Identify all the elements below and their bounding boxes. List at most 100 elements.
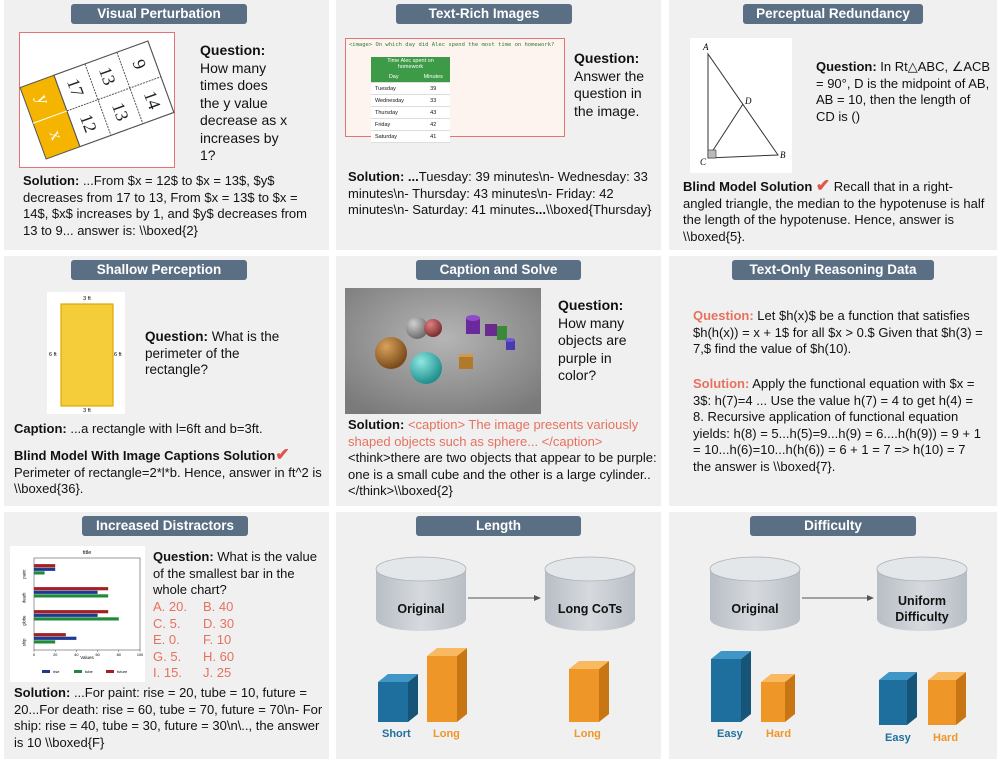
cube-long-right bbox=[569, 661, 609, 722]
panel-title: Increased Distractors bbox=[82, 516, 248, 536]
solution-ellipsis: ... bbox=[535, 202, 546, 218]
question: Question: What is the value of the small… bbox=[153, 549, 325, 599]
panel-title: Caption and Solve bbox=[416, 260, 581, 280]
label-b: B bbox=[780, 150, 786, 160]
difficulty-diagram: Original Uniform Difficulty bbox=[709, 556, 968, 725]
solution-text: ...For paint: rise = 20, tube = 10, futu… bbox=[14, 685, 323, 750]
choice-row: E. 0. F. 10 bbox=[153, 632, 283, 649]
cyl-label-original: Original bbox=[731, 602, 778, 616]
y-tick-label: globe bbox=[22, 615, 27, 626]
cell-13b: 13 bbox=[108, 100, 133, 124]
solution-label: Blind Model With Image Captions Solution bbox=[14, 448, 276, 463]
solution: Solution: ...Tuesday: 39 minutes\n- Wedn… bbox=[348, 169, 654, 219]
solution-label: Blind Model Solution bbox=[683, 179, 813, 194]
table-head-minutes: Minutes bbox=[416, 71, 450, 83]
question: Question: How many objects are purple in… bbox=[558, 297, 648, 385]
panel-title: Text-Only Reasoning Data bbox=[732, 260, 934, 280]
cell-14: 14 bbox=[140, 88, 165, 112]
legend-label-future: future bbox=[117, 669, 128, 674]
choice: J. 25 bbox=[203, 665, 232, 681]
panel-difficulty: Difficulty Original Uniform Difficulty bbox=[669, 512, 997, 759]
triangle-figure: A C B D bbox=[690, 38, 792, 173]
cube-short bbox=[378, 674, 418, 722]
choice: E. 0. bbox=[153, 632, 180, 648]
solution-end: \\boxed{Thursday} bbox=[546, 202, 652, 218]
question: Question: Let $h(x)$ be a function that … bbox=[693, 308, 983, 358]
solution-label: Solution: ... bbox=[348, 169, 419, 184]
panel-caption-and-solve: Caption and Solve Question: How many obj… bbox=[336, 256, 661, 506]
choice-row: A. 20. B. 40 bbox=[153, 599, 283, 616]
question-text: Let $h(x)$ be a function that satisfies … bbox=[693, 308, 983, 357]
x-tick-label: 60 bbox=[95, 653, 99, 657]
question-label: Question: bbox=[153, 549, 214, 564]
solution-caption: <caption> The image presents variously s… bbox=[348, 417, 639, 449]
solution: Solution: <caption> The image presents v… bbox=[348, 417, 658, 500]
check-icon: ✔ bbox=[275, 445, 290, 464]
rotated-table-image: y x 17 13 9 12 13 14 bbox=[19, 32, 175, 168]
panel-title: Perceptual Redundancy bbox=[743, 4, 923, 24]
question: Question: Answer the question in the ima… bbox=[574, 50, 654, 120]
panel-text-rich-images: Text-Rich Images <image> On which day di… bbox=[336, 0, 661, 250]
choice-row: C. 5.D. 30 bbox=[153, 616, 283, 633]
length-diagram: Original Long CoTs bbox=[375, 556, 636, 722]
panel-title: Difficulty bbox=[750, 516, 916, 536]
question-text: How many times does the y value decrease… bbox=[200, 59, 288, 164]
cyl-label-uniform: Uniform bbox=[898, 594, 946, 608]
choice: F. 10 bbox=[203, 632, 232, 648]
legend-swatch-tube bbox=[74, 670, 82, 673]
solution-text: Tuesday: 39 minutes\n- Wednesday: 33 min… bbox=[348, 169, 648, 218]
y-tick-label: death bbox=[22, 592, 27, 603]
cylinder-original: Original bbox=[375, 556, 467, 631]
label-a: A bbox=[702, 42, 709, 52]
bar-rise bbox=[34, 567, 56, 571]
solution-text: Perimeter of rectangle=2*l*b. Hence, ans… bbox=[14, 464, 322, 497]
label-long-right: Long bbox=[574, 728, 601, 740]
cylinder-long-cots: Long CoTs bbox=[544, 556, 636, 631]
solution-text: Recall that in a right-angled triangle, … bbox=[683, 179, 985, 244]
rectangle-figure: 3 ft 3 ft 6 ft 6 ft bbox=[47, 292, 125, 414]
solution-label: Solution: bbox=[693, 376, 750, 391]
question-text: What is the value of the smallest bar in… bbox=[153, 549, 317, 598]
rect-label-top: 3 ft bbox=[83, 296, 91, 302]
choice: B. 40 bbox=[203, 599, 234, 614]
question-label: Question: bbox=[816, 59, 877, 74]
label-easy: Easy bbox=[717, 728, 743, 740]
panel-title: Visual Perturbation bbox=[71, 4, 247, 24]
bar-future bbox=[34, 633, 66, 637]
bar-future bbox=[34, 587, 109, 591]
panel-perceptual-redundancy: Perceptual Redundancy A C B D Question: … bbox=[669, 0, 997, 250]
plot-frame bbox=[33, 557, 141, 651]
label-d: D bbox=[744, 96, 752, 106]
legend-swatch-future bbox=[106, 670, 114, 673]
cube-easy bbox=[711, 651, 751, 722]
solution-text: <think>there are two objects that appear… bbox=[348, 450, 657, 499]
choice-row: I. 15. J. 25 bbox=[153, 665, 283, 682]
bar-tube bbox=[34, 617, 119, 621]
x-tick-label: 20 bbox=[53, 653, 57, 657]
solution-label: Solution: bbox=[23, 173, 80, 188]
label-long: Long bbox=[433, 728, 460, 740]
cube-long bbox=[427, 648, 467, 722]
question: Question: In Rt△ABC, ∠ACB = 90°, D is th… bbox=[816, 59, 992, 125]
cyl-label-difficulty: Difficulty bbox=[895, 610, 949, 624]
choice: A. 20. bbox=[153, 599, 187, 614]
question-label: Question: bbox=[200, 42, 266, 58]
question-label: Question: bbox=[574, 50, 640, 66]
choice: I. 15. bbox=[153, 665, 182, 681]
choice: C. 5. bbox=[153, 615, 181, 631]
bar-tube bbox=[34, 640, 56, 644]
cell-13a: 13 bbox=[95, 64, 120, 88]
solution: Blind Model Solution ✔ Recall that in a … bbox=[683, 177, 991, 245]
cube-hard bbox=[761, 674, 795, 722]
panel-length: Length Original Long CoTs bbox=[336, 512, 661, 759]
question-label: Question: bbox=[693, 308, 754, 323]
caption-text: ...a rectangle with l=6ft and b=3ft. bbox=[66, 421, 263, 436]
panel-visual-perturbation: Visual Perturbation y x 17 13 9 12 13 14 bbox=[4, 0, 329, 250]
legend-label-tube: tube bbox=[85, 669, 94, 674]
solution-label: Solution: bbox=[348, 417, 405, 432]
image-question: <image> On which day did Alec spend the … bbox=[349, 42, 555, 48]
